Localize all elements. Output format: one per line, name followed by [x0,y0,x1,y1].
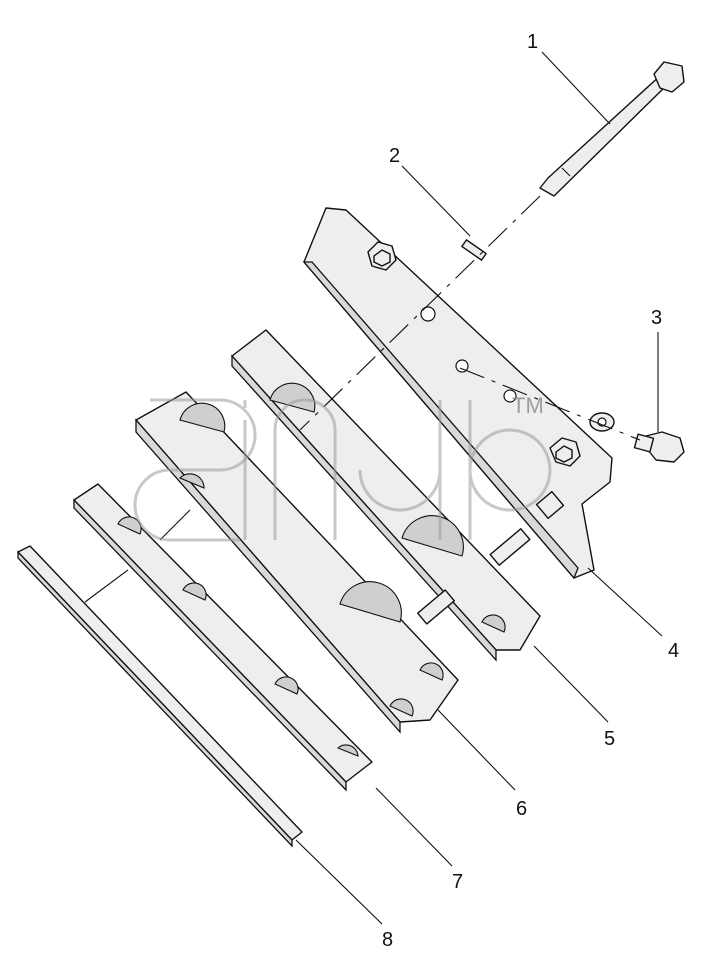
callout-3: 3 [651,307,662,329]
bolt-head-lower [549,437,581,467]
part-4-bracket-plate [302,207,613,580]
callout-6: 6 [516,798,527,820]
part-8-flat-bar [17,545,303,848]
part-6-clamp-half [135,391,459,734]
callout-7: 7 [452,871,463,893]
watermark-logo: TM [133,393,552,542]
part-7-notched-strip [73,483,373,792]
callout-2: 2 [389,145,400,167]
bolt-head-upper [367,241,397,271]
watermark-trademark: TM [512,393,544,418]
callout-4: 4 [668,640,679,662]
callout-5: 5 [604,728,615,750]
part-2-spacer [461,239,487,261]
callout-8: 8 [382,929,393,951]
part-5-clamp-half [231,329,541,662]
part-3-bolt-washer [459,367,685,463]
bolt-head-edge [535,490,565,520]
callout-leaders [295,51,663,925]
callout-1: 1 [527,31,538,53]
part-1-long-bolt [299,61,685,431]
callout-labels: 1 2 3 4 5 6 7 8 [382,31,679,951]
